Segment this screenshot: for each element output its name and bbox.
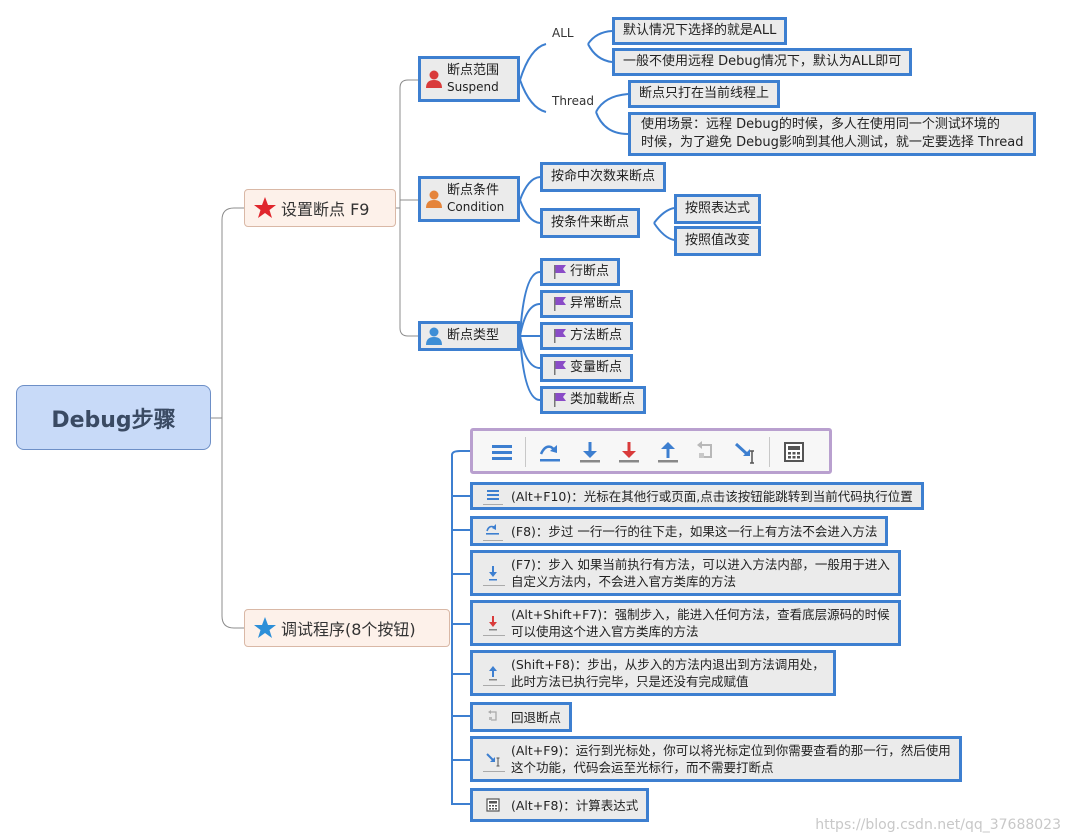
leaf-thread-only[interactable]: 断点只打在当前线程上 xyxy=(628,80,781,108)
drop-frame-icon[interactable] xyxy=(693,439,719,465)
step-over-icon xyxy=(479,516,505,546)
purple-flag-icon xyxy=(554,265,566,279)
debug-toolbar xyxy=(470,428,832,474)
person-red-icon xyxy=(426,70,442,88)
branch-debug-program[interactable]: 调试程序(8个按钮) xyxy=(244,609,450,647)
toolbar-divider xyxy=(525,437,526,467)
evaluate-expression-icon[interactable] xyxy=(781,439,807,465)
label-all: ALL xyxy=(552,26,574,40)
suspend-title: 断点范围 xyxy=(447,63,500,78)
toolbar-divider xyxy=(769,437,770,467)
leaf-exception-breakpoint[interactable]: 异常断点 xyxy=(540,290,634,318)
show-execution-point-icon xyxy=(479,481,505,511)
run-to-cursor-icon xyxy=(479,744,505,774)
blue-star-icon xyxy=(254,617,276,638)
branch-label: 设置断点 F9 xyxy=(281,200,370,219)
button-desc-show-execution-point[interactable]: (Alt+F10)：光标在其他行或页面,点击该按钮能跳转到当前代码执行位置 xyxy=(470,482,924,510)
root-label: Debug步骤 xyxy=(51,407,176,433)
person-orange-icon xyxy=(426,190,442,208)
force-step-into-icon[interactable] xyxy=(616,439,642,465)
button-desc-drop-frame[interactable]: 回退断点 xyxy=(470,702,573,732)
leaf-hit-count[interactable]: 按命中次数来断点 xyxy=(540,162,667,192)
drop-frame-icon xyxy=(479,702,505,732)
purple-flag-icon xyxy=(554,329,566,343)
step-out-icon[interactable] xyxy=(655,439,681,465)
condition-title: 断点条件 xyxy=(447,183,500,198)
topic-suspend[interactable]: 断点范围 Suspend xyxy=(418,56,520,102)
button-desc-force-step-into[interactable]: (Alt+Shift+F7)：强制步入，能进入任何方法，查看底层源码的时候可以使… xyxy=(470,600,901,646)
suspend-subtitle: Suspend xyxy=(447,80,499,94)
label-thread: Thread xyxy=(552,94,594,108)
leaf-field-breakpoint[interactable]: 变量断点 xyxy=(540,354,634,382)
button-desc-run-to-cursor[interactable]: (Alt+F9)：运行到光标处，你可以将光标定位到你需要查看的那一行，然后使用这… xyxy=(470,736,962,782)
leaf-by-expression[interactable]: 按照表达式 xyxy=(674,194,762,224)
leaf-default-all[interactable]: 默认情况下选择的就是ALL xyxy=(612,17,788,45)
step-out-icon xyxy=(479,658,505,688)
topic-condition[interactable]: 断点条件 Condition xyxy=(418,176,520,222)
step-into-icon[interactable] xyxy=(577,439,603,465)
evaluate-expression-icon xyxy=(479,790,505,820)
purple-flag-icon xyxy=(554,393,566,407)
button-desc-evaluate-expression[interactable]: (Alt+F8)：计算表达式 xyxy=(470,788,650,822)
button-desc-step-into[interactable]: (F7)：步入 如果当前执行有方法，可以进入方法内部，一般用于进入自定义方法内，… xyxy=(470,550,901,596)
red-star-icon xyxy=(254,197,276,218)
leaf-remote-all[interactable]: 一般不使用远程 Debug情况下，默认为ALL即可 xyxy=(612,48,913,76)
branch-label: 调试程序(8个按钮) xyxy=(281,620,416,639)
show-execution-point-icon[interactable] xyxy=(489,439,515,465)
purple-flag-icon xyxy=(554,361,566,375)
leaf-thread-scene[interactable]: 使用场景：远程 Debug的时候，多人在使用同一个测试环境的时候，为了避免 De… xyxy=(628,112,1037,156)
leaf-class-load-breakpoint[interactable]: 类加载断点 xyxy=(540,386,647,414)
watermark: https://blog.csdn.net/qq_37688023 xyxy=(815,817,1061,833)
step-into-icon xyxy=(479,558,505,588)
button-desc-step-out[interactable]: (Shift+F8)：步出，从步入的方法内退出到方法调用处，此时方法已执行完毕，… xyxy=(470,650,836,696)
leaf-by-condition[interactable]: 按条件来断点 xyxy=(540,208,641,238)
types-title: 断点类型 xyxy=(447,328,500,343)
topic-breakpoint-types[interactable]: 断点类型 xyxy=(418,321,520,351)
step-over-icon[interactable] xyxy=(537,439,563,465)
condition-subtitle: Condition xyxy=(447,200,505,214)
button-desc-step-over[interactable]: (F8)：步过 一行一行的往下走，如果这一行上有方法不会进入方法 xyxy=(470,516,889,546)
person-blue-icon xyxy=(426,327,442,345)
leaf-line-breakpoint[interactable]: 行断点 xyxy=(540,258,621,286)
purple-flag-icon xyxy=(554,297,566,311)
branch-set-breakpoint[interactable]: 设置断点 F9 xyxy=(244,189,396,227)
root-topic[interactable]: Debug步骤 xyxy=(16,385,211,450)
leaf-method-breakpoint[interactable]: 方法断点 xyxy=(540,322,634,350)
leaf-by-value-change[interactable]: 按照值改变 xyxy=(674,226,762,256)
run-to-cursor-icon[interactable] xyxy=(733,439,759,465)
force-step-into-icon xyxy=(479,608,505,638)
